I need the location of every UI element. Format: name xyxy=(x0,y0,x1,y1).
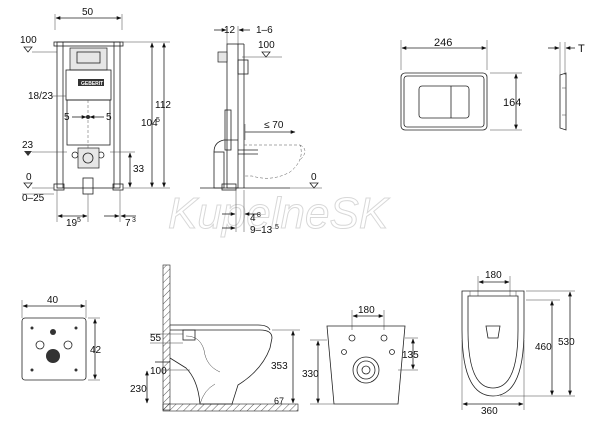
side-bottom-4-sup: 8 xyxy=(257,212,261,219)
bowl-top-530: 530 xyxy=(558,337,575,348)
plate-thickness-label: T xyxy=(578,43,585,55)
watermark: KupelneSK xyxy=(168,189,390,238)
frame-bottom-7-sup: 3 xyxy=(132,217,136,224)
bowl-side-67: 67 xyxy=(274,396,284,406)
bowl-side-230: 230 xyxy=(130,384,147,395)
frame-dim-104-sup: 5 xyxy=(156,117,160,124)
plate-width-label: 246 xyxy=(434,37,452,49)
frame-left-100: 100 xyxy=(20,35,37,46)
side-le-70: ≤ 70 xyxy=(264,120,284,131)
side-right-0: 0 xyxy=(311,172,317,183)
frame-left-18-23: 18/23 xyxy=(28,91,53,102)
bowl-back-view: 180 135 330 xyxy=(302,305,419,405)
frame-bottom-19-sup: 5 xyxy=(77,217,81,224)
flush-plate-front: 246 164 xyxy=(400,37,522,131)
bowl-top-460: 460 xyxy=(535,342,552,353)
frame-bottom-7: 7 xyxy=(125,218,131,229)
frame-side-view: 12 1–6 100 ≤ 70 0 4 xyxy=(200,25,322,236)
frame-brand-label: GEBERIT xyxy=(81,81,103,87)
small-plate-width: 40 xyxy=(47,295,59,306)
small-plate-height: 42 xyxy=(90,345,102,356)
side-top-1-6: 1–6 xyxy=(256,25,273,36)
side-bottom-9-13-sup: 5 xyxy=(275,224,279,231)
frame-bottom-19: 19 xyxy=(66,218,78,229)
frame-dim-5-right: 5 xyxy=(106,112,112,123)
frame-left-0: 0 xyxy=(26,172,32,183)
frame-dim-33: 33 xyxy=(133,164,145,175)
frame-dim-112: 112 xyxy=(155,100,171,111)
flush-plate-side: T xyxy=(548,42,585,131)
bowl-top-view: 180 460 530 360 xyxy=(461,270,575,417)
frame-dim-104: 104 xyxy=(141,118,158,129)
bowl-top-360: 360 xyxy=(481,406,498,417)
frame-left-0-25: 0–25 xyxy=(22,193,45,204)
frame-width-label: 50 xyxy=(82,7,94,18)
bowl-back-135: 135 xyxy=(402,350,419,361)
bowl-side-55: 55 xyxy=(150,333,162,344)
frame-left-23: 23 xyxy=(22,140,34,151)
side-bottom-4: 4 xyxy=(250,213,256,224)
side-bottom-9-13: 9–13 xyxy=(250,225,273,236)
bowl-back-180: 180 xyxy=(358,305,375,316)
bowl-side-353: 353 xyxy=(271,361,288,372)
side-top-100: 100 xyxy=(258,40,275,51)
small-wall-plate: 40 42 xyxy=(21,295,102,381)
frame-front-view: 50 GEBERIT 100 18/23 23 xyxy=(20,7,171,229)
frame-dim-5-left: 5 xyxy=(64,112,70,123)
side-top-12: 12 xyxy=(224,25,236,36)
bowl-back-330: 330 xyxy=(302,369,319,380)
bowl-side-view: 55 100 230 353 67 xyxy=(130,264,300,412)
bowl-side-100: 100 xyxy=(150,366,167,377)
plate-height-label: 164 xyxy=(503,97,521,109)
bowl-top-180: 180 xyxy=(485,270,502,281)
